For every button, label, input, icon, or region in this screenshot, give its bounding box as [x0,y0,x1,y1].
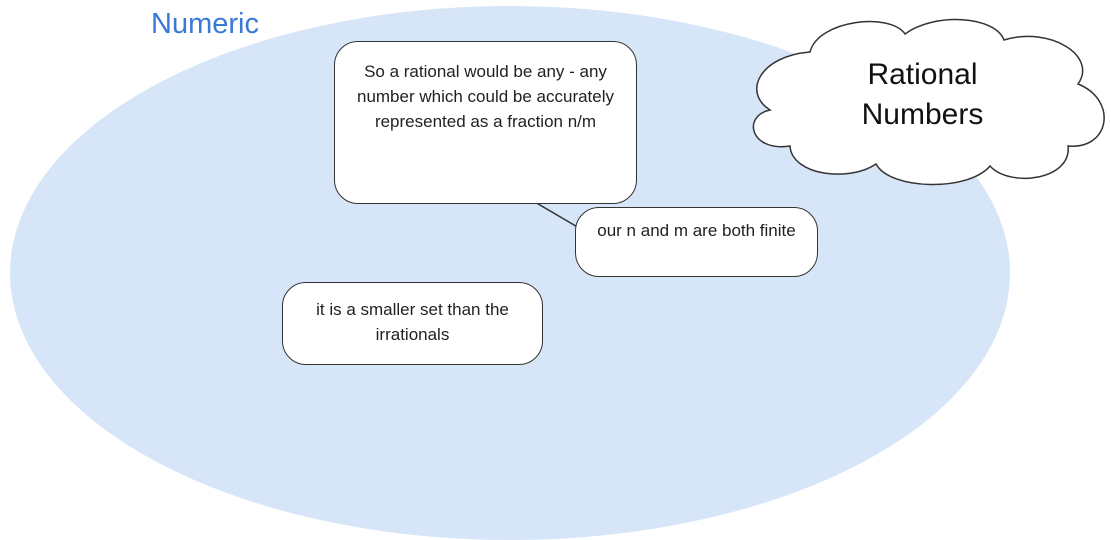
note-n-m-finite-text: our n and m are both finite [597,221,796,240]
rational-numbers-label: Rational Numbers [861,58,984,131]
rational-numbers-cloud[interactable] [752,18,1105,186]
numeric-region-label: Numeric [151,8,259,40]
note-rational-definition-text: So a rational would be any - any number … [356,62,615,131]
note-smaller-set[interactable]: it is a smaller set than the irrationals [282,282,543,365]
note-rational-definition[interactable]: So a rational would be any - any number … [334,41,637,204]
note-n-m-finite[interactable]: our n and m are both finite [575,207,818,277]
note-smaller-set-text: it is a smaller set than the irrationals [316,300,509,344]
